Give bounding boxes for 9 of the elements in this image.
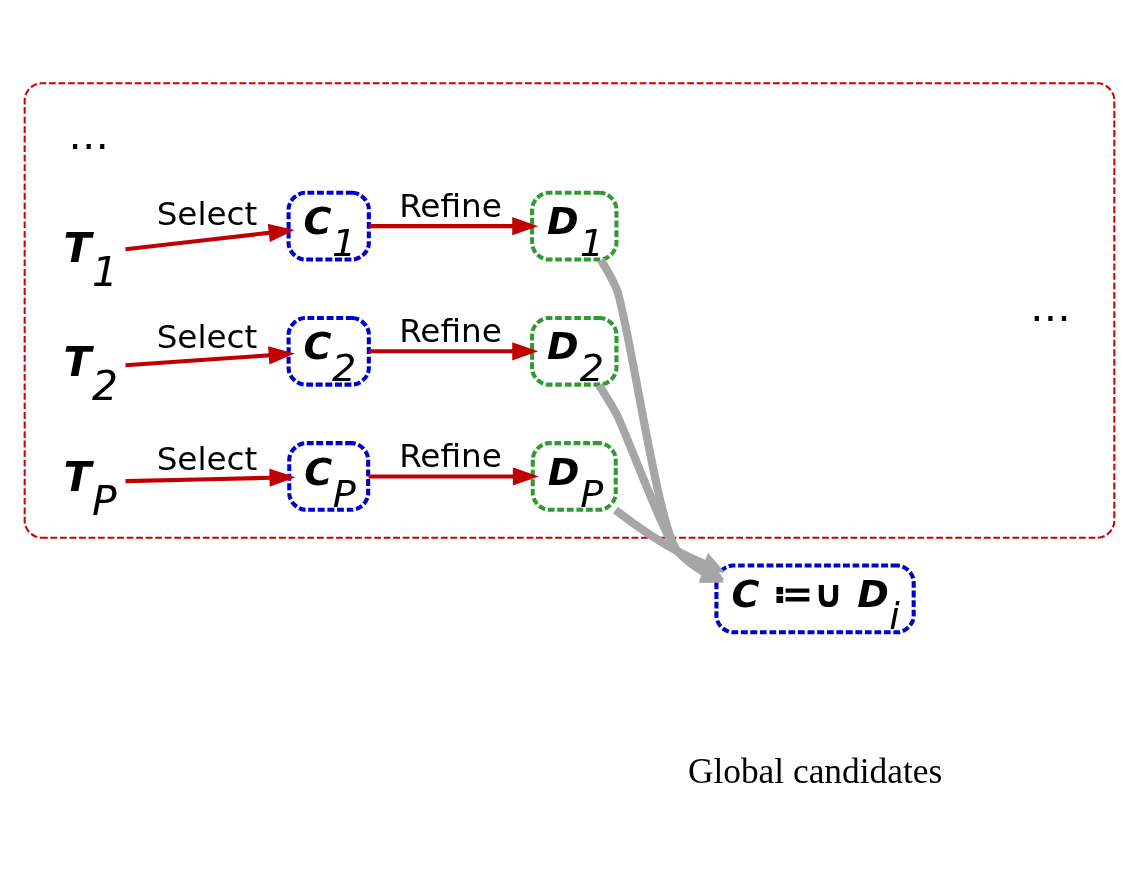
edge-label: Select xyxy=(156,194,258,233)
edge-label: Refine xyxy=(399,311,502,350)
edge-label: Refine xyxy=(399,186,502,225)
edge-label: Refine xyxy=(399,436,502,475)
edge-label: Select xyxy=(156,439,258,478)
node-label: Global candidates xyxy=(687,750,943,791)
edge-label: Select xyxy=(156,317,258,356)
label: … xyxy=(1029,282,1071,331)
label: … xyxy=(68,110,110,159)
